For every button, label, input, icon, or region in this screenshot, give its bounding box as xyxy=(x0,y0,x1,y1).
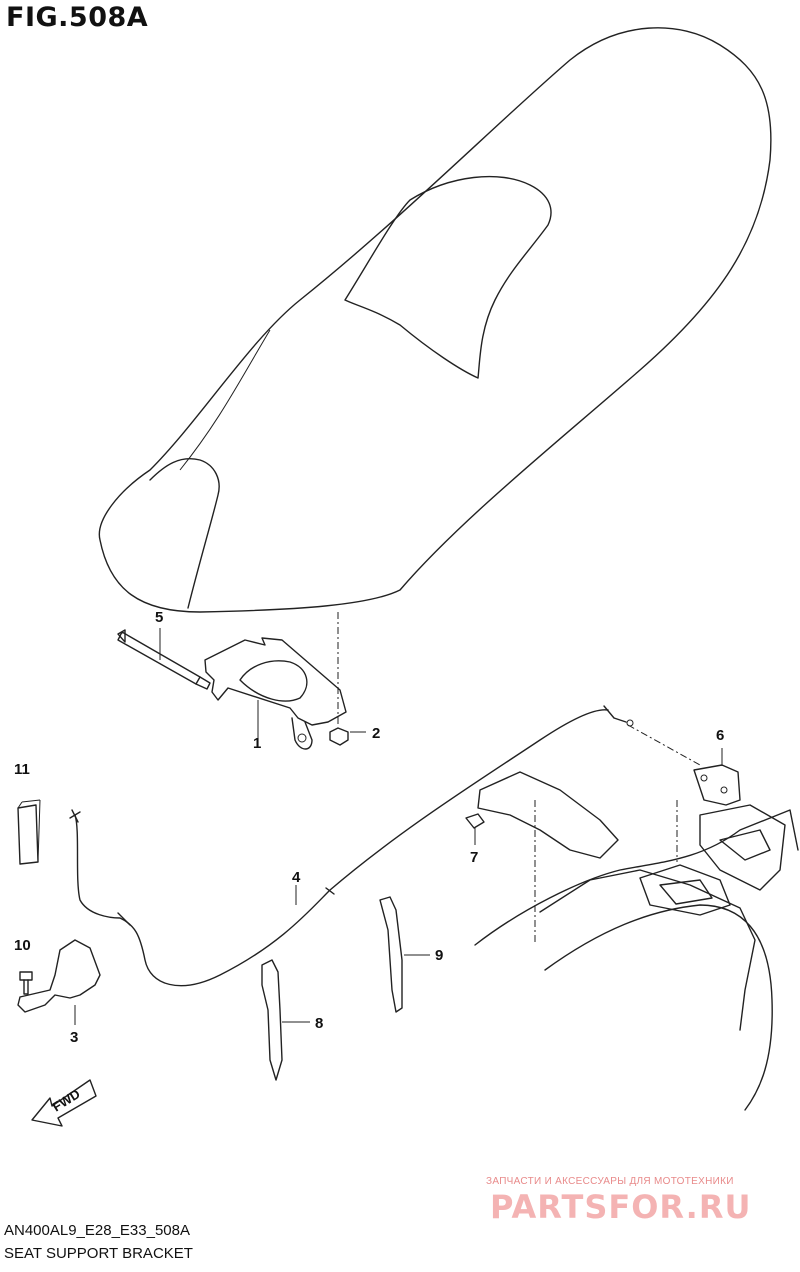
seat-lock-part-6[interactable] xyxy=(693,748,741,806)
callout-8: 8 xyxy=(315,1015,323,1032)
callout-1: 1 xyxy=(253,735,261,752)
callout-5: 5 xyxy=(155,609,163,626)
fwd-label: FWD xyxy=(50,1086,83,1114)
callout-3: 3 xyxy=(70,1029,78,1046)
figure-title: FIG.508A xyxy=(6,2,149,33)
guide-line-cable xyxy=(627,724,701,766)
nut-part-2[interactable] xyxy=(329,727,366,746)
callout-2: 2 xyxy=(372,725,380,742)
cable-clamp-part-9[interactable] xyxy=(379,896,430,1013)
frame-section xyxy=(474,771,799,1111)
bolt-part-10[interactable] xyxy=(19,971,33,995)
seat-pin-part-5[interactable] xyxy=(117,628,211,690)
watermark-tagline: ЗАПЧАСТИ И АКСЕССУАРЫ ДЛЯ МОТОТЕХНИКИ xyxy=(486,1176,734,1187)
figure-caption: SEAT SUPPORT BRACKET xyxy=(4,1245,193,1262)
cable-clamp-part-8[interactable] xyxy=(261,959,310,1081)
callout-9: 9 xyxy=(435,947,443,964)
damper-part-11[interactable] xyxy=(17,799,41,865)
watermark-brand: PARTSFOR.RU xyxy=(490,1188,752,1226)
screw-part-7[interactable] xyxy=(465,813,485,845)
callout-6: 6 xyxy=(716,727,724,744)
seat-support-bracket-part-1[interactable] xyxy=(204,637,347,750)
callout-10: 10 xyxy=(14,937,31,954)
seat-outline[interactable] xyxy=(98,27,772,613)
callout-11: 11 xyxy=(14,761,30,778)
model-code: AN400AL9_E28_E33_508A xyxy=(4,1222,190,1239)
callout-4: 4 xyxy=(292,869,301,886)
fwd-arrow: FWD xyxy=(31,1079,97,1127)
bracket-part-3[interactable] xyxy=(17,939,101,1025)
seat-lock-cable-part-4[interactable] xyxy=(69,705,634,987)
callout-7: 7 xyxy=(470,849,478,866)
